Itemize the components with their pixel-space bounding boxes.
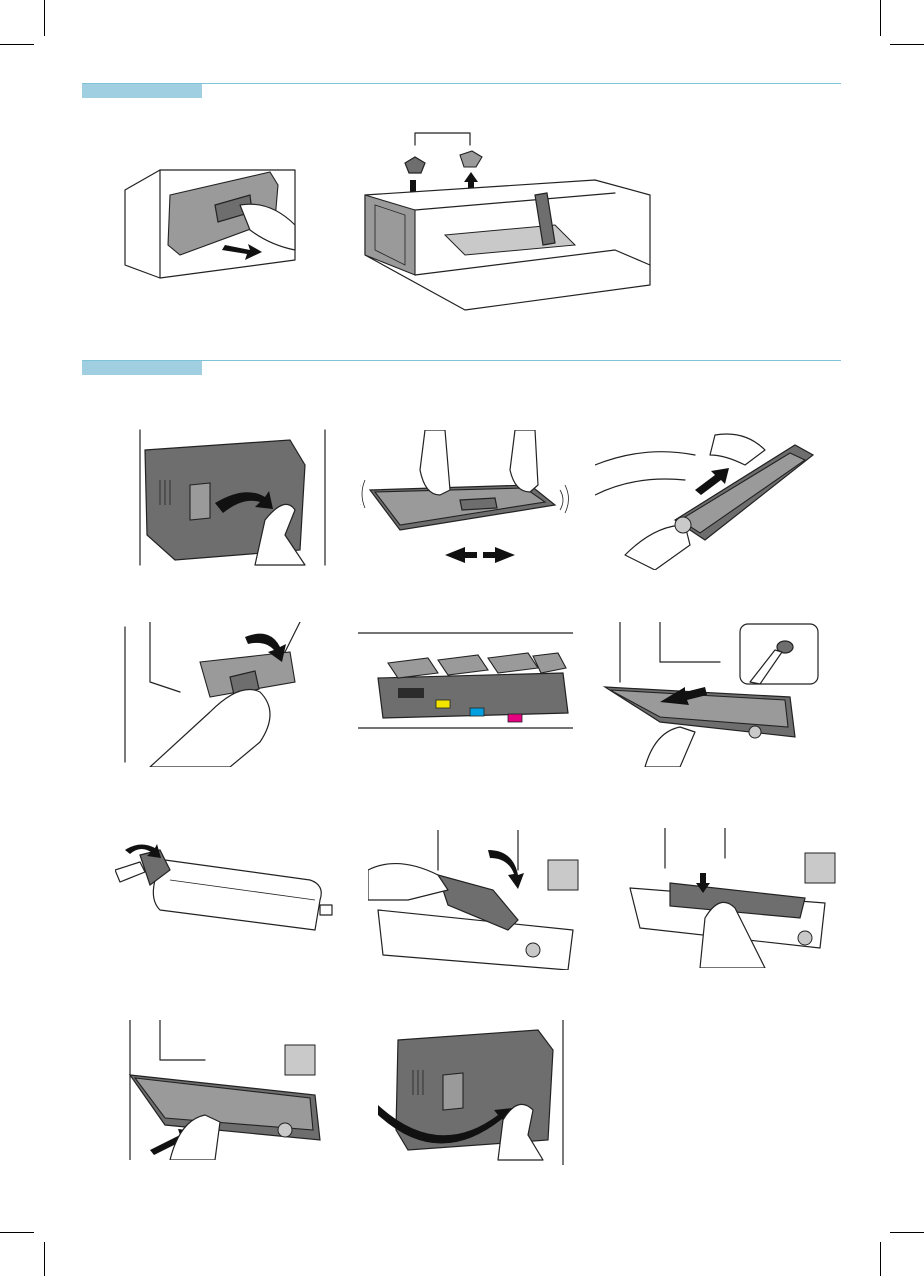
crop-mark [0,1232,34,1233]
illustration-push-holder-in [125,1020,335,1160]
crop-mark [44,0,45,36]
section-tab [82,84,202,98]
illustration-open-tray [120,150,300,280]
crop-mark [880,1242,881,1276]
crop-mark [0,44,34,45]
illustration-shake-cartridge [360,430,570,570]
illustration-insert-new-cartridge [368,830,583,970]
illustration-press-cartridge-down [625,828,840,968]
illustration-close-front-cover [378,1020,588,1165]
crop-mark [44,1242,45,1276]
illustration-push-lever [120,622,335,767]
crop-mark [890,44,924,45]
illustration-pull-holder-out [600,622,820,767]
illustration-remove-old-cartridge [595,425,820,570]
illustration-remove-cap [115,840,340,940]
illustration-adjust-guides [355,125,660,315]
illustration-open-front-cover [135,425,335,570]
crop-mark [880,0,881,36]
crop-mark [890,1232,924,1233]
illustration-toner-slots [358,628,573,743]
section-tab [82,361,202,375]
